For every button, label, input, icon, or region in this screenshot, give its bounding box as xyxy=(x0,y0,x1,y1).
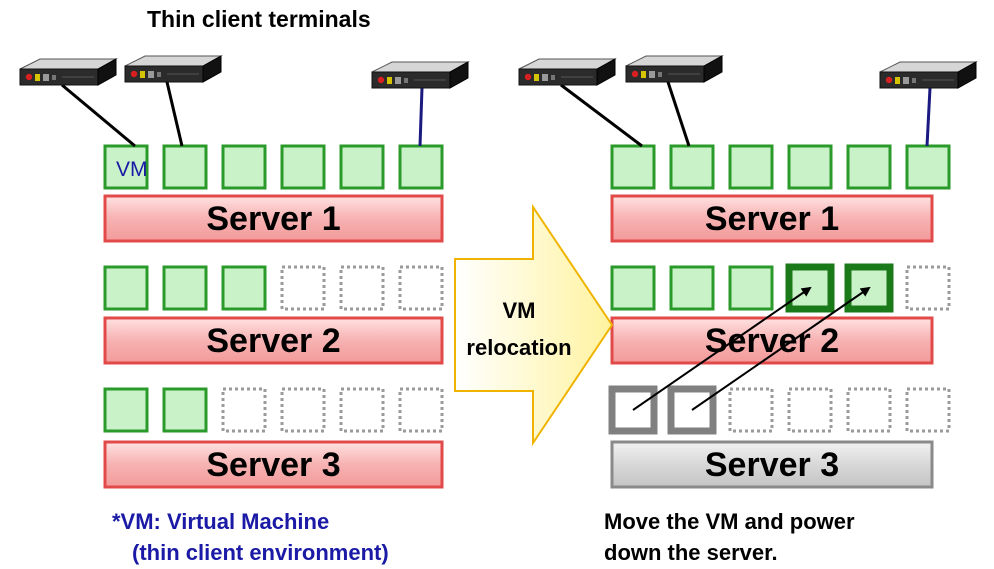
vm-slot xyxy=(280,144,326,190)
server-1-bar-before xyxy=(103,194,444,243)
vm-slot xyxy=(162,144,208,190)
vm-slot xyxy=(669,265,715,311)
caption-line-2: down the server. xyxy=(604,540,778,565)
migration-arrow xyxy=(632,286,812,411)
server-1-label-after: Server 1 xyxy=(705,200,839,238)
vm-slot xyxy=(339,144,385,190)
vm-slot xyxy=(610,144,656,190)
thin-client-terminal-icon xyxy=(124,55,222,83)
vm-slot xyxy=(221,265,267,311)
vm-slot-empty xyxy=(905,265,951,311)
vm-slot xyxy=(787,144,833,190)
vm-slot xyxy=(728,265,774,311)
vm-slot xyxy=(162,265,208,311)
relocation-label-line-2: relocation xyxy=(466,335,571,360)
vm-slot-empty xyxy=(339,387,385,433)
server-3-bar-after xyxy=(610,440,934,489)
relocation-label-line-1: VM xyxy=(503,298,536,323)
vm-slot xyxy=(103,387,149,433)
vm-slot xyxy=(103,265,149,311)
terminal-cable xyxy=(666,81,691,147)
vm-slot xyxy=(610,265,656,311)
vm-label: VM xyxy=(116,158,148,181)
server-2-label-before: Server 2 xyxy=(206,322,340,360)
vm-slot-empty xyxy=(398,387,444,433)
vm-slot xyxy=(221,144,267,190)
terminal-cable xyxy=(165,81,184,147)
thin-client-terminal-icon xyxy=(879,61,977,89)
terminal-cable xyxy=(418,87,424,147)
footnote-line-1: *VM: Virtual Machine xyxy=(112,509,330,534)
footnote-line-2: (thin client environment) xyxy=(132,540,389,565)
vm-slot xyxy=(162,387,208,433)
vm-slot-empty xyxy=(398,265,444,311)
diagram-title: Thin client terminals xyxy=(147,6,371,32)
vm-slot-empty xyxy=(728,387,774,433)
relocation-arrow xyxy=(454,203,614,447)
vm-slot xyxy=(905,144,951,190)
vm-slot xyxy=(398,144,444,190)
server-1-bar-after xyxy=(610,194,934,243)
vm-slot-empty xyxy=(280,387,326,433)
server-3-bar-before xyxy=(103,440,444,489)
vm-slot xyxy=(728,144,774,190)
server-3-label-after: Server 3 xyxy=(705,446,839,484)
terminal-cable xyxy=(61,83,136,148)
terminal-cable xyxy=(925,87,932,147)
server-1-label-before: Server 1 xyxy=(206,200,340,238)
vm-slot-empty xyxy=(339,265,385,311)
thin-client-terminal-icon xyxy=(19,58,117,86)
migration-arrow xyxy=(691,286,871,411)
server-3-label-before: Server 3 xyxy=(206,446,340,484)
caption-line-1: Move the VM and power xyxy=(604,509,855,534)
server-2-bar-before xyxy=(103,316,444,365)
vm-slot-empty xyxy=(280,265,326,311)
thin-client-terminal-icon xyxy=(518,58,616,86)
vm-slot xyxy=(669,144,715,190)
thin-client-terminal-icon xyxy=(371,61,469,89)
vm-slot-empty xyxy=(846,387,892,433)
vm-slot-empty xyxy=(905,387,951,433)
vm-slot xyxy=(846,144,892,190)
vm-slot xyxy=(103,144,149,190)
terminal-cable xyxy=(560,83,643,148)
vm-slot-empty xyxy=(787,387,833,433)
vm-slot-empty xyxy=(221,387,267,433)
thin-client-terminal-icon xyxy=(625,55,723,83)
